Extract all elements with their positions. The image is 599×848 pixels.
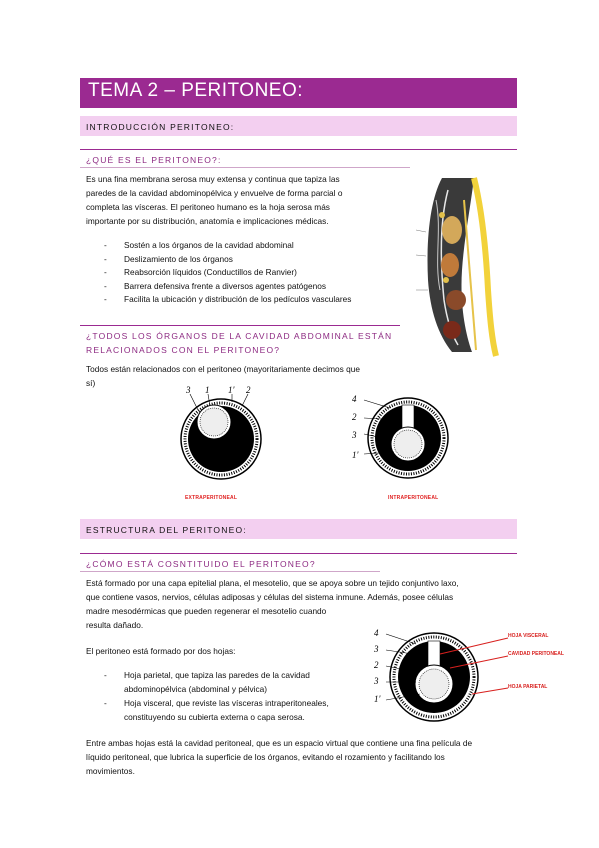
text-line: completa las vísceras. El peritoneo huma… [86, 202, 330, 212]
fig-right-caption: INTRAPERITONEAL [388, 495, 439, 501]
text-line: Entre ambas hojas está la cavidad perito… [86, 738, 473, 748]
list-item: Sostén a los órganos de la cavidad abdom… [104, 239, 404, 253]
functions-list: Sostén a los órganos de la cavidad abdom… [104, 239, 404, 307]
fig-right-num: 4 [352, 394, 357, 404]
label-cavidad-peritoneal: CAVIDAD PERITONEAL [508, 651, 564, 657]
intro-band-label: INTRODUCCIÓN PERITONEO: [86, 122, 235, 132]
intro-band [80, 116, 517, 136]
list-item-cont: constituyendo su cubierta externa o capa… [124, 712, 305, 722]
q1-paragraph: Es una fina membrana serosa muy extensa … [86, 172, 406, 228]
label-hoja-visceral: HOJA VISCERAL [508, 633, 549, 639]
divider-q3 [80, 553, 517, 554]
intraperitoneal-diagram: 4 2 3 1' [351, 394, 449, 479]
text-line: resulta dañado. [86, 620, 144, 630]
q1-heading: ¿QUÉ ES EL PERITONEO?: [86, 155, 222, 165]
list-item: Barrera defensiva frente a diversos agen… [104, 280, 404, 294]
divider-q2 [80, 325, 400, 326]
estructura-band-label: ESTRUCTURA DEL PERITONEO: [86, 525, 247, 535]
divider-q1 [80, 149, 517, 150]
extraperitoneal-diagram: 3 1 1' 2 [180, 385, 262, 480]
text-line: importante por su distribución, anatomía… [86, 216, 329, 226]
final-paragraph: Entre ambas hojas está la cavidad perito… [86, 736, 518, 778]
fig-left-num: 2 [246, 385, 251, 395]
page-title: TEMA 2 – PERITONEO: [88, 80, 304, 101]
q2-answer-line1: Todos están relacionados con el peritone… [86, 364, 360, 374]
q3-heading: ¿CÓMO ESTÁ COSNTITUIDO EL PERITONEO? [86, 559, 316, 569]
fig3-num: 2 [374, 660, 379, 670]
dos-hojas-intro: El peritoneo está formado por dos hojas: [86, 646, 236, 656]
fig3-num: 3 [373, 644, 379, 654]
list-item: -Hoja visceral, que reviste las vísceras… [104, 698, 329, 708]
fig3-num: 3 [373, 676, 379, 686]
text-line: que contiene vasos, nervios, células adi… [86, 592, 454, 602]
hojas-list: -Hoja parietal, que tapiza las paredes d… [104, 668, 374, 724]
q2-heading-line1: ¿TODOS LOS ÓRGANOS DE LA CAVIDAD ABDOMIN… [86, 331, 393, 341]
fig-left-num: 1 [205, 385, 210, 395]
text-line: paredes de la cavidad abdominopélvica y … [86, 188, 343, 198]
list-item-cont: abdominopélvica (abdominal y pélvica) [124, 684, 267, 694]
abdominal-section-illustration [412, 170, 510, 358]
text-line: Está formado por una capa epitelial plan… [86, 578, 459, 588]
title-bar [80, 78, 517, 108]
q2-answer-line2: sí) [86, 378, 96, 388]
label-hoja-parietal: HOJA PARIETAL [508, 684, 548, 690]
fig-right-num: 2 [352, 412, 357, 422]
text-line: madre mesodérmicas que pueden regenerar … [86, 606, 327, 616]
list-item: Facilita la ubicación y distribución de … [104, 293, 404, 307]
fig-left-num: 1' [228, 385, 236, 395]
list-item: Reabsorción líquidos (Conductillos de Ra… [104, 266, 404, 280]
fig3-num: 1' [374, 694, 382, 704]
q3-paragraph: Está formado por una capa epitelial plan… [86, 576, 516, 632]
list-item: -Hoja parietal, que tapiza las paredes d… [104, 670, 310, 680]
text-line: Es una fina membrana serosa muy extensa … [86, 174, 340, 184]
estructura-band [80, 519, 517, 539]
text-line: líquido peritoneal, que lubrica la super… [86, 752, 445, 762]
peritoneum-labeled-diagram: 4 3 2 3 1' [373, 628, 509, 722]
text-line: movimientos. [86, 766, 135, 776]
divider-q3-under [80, 571, 380, 572]
divider-q1-under [80, 167, 410, 168]
fig-left-caption: EXTRAPERITONEAL [185, 495, 238, 501]
list-item: Deslizamiento de los órganos [104, 253, 404, 267]
fig3-num: 4 [374, 628, 379, 638]
fig-left-num: 3 [185, 385, 191, 395]
q2-heading-line2: RELACIONADOS CON EL PERITONEO? [86, 345, 281, 355]
fig-right-num: 1' [352, 450, 360, 460]
fig-right-num: 3 [351, 430, 357, 440]
